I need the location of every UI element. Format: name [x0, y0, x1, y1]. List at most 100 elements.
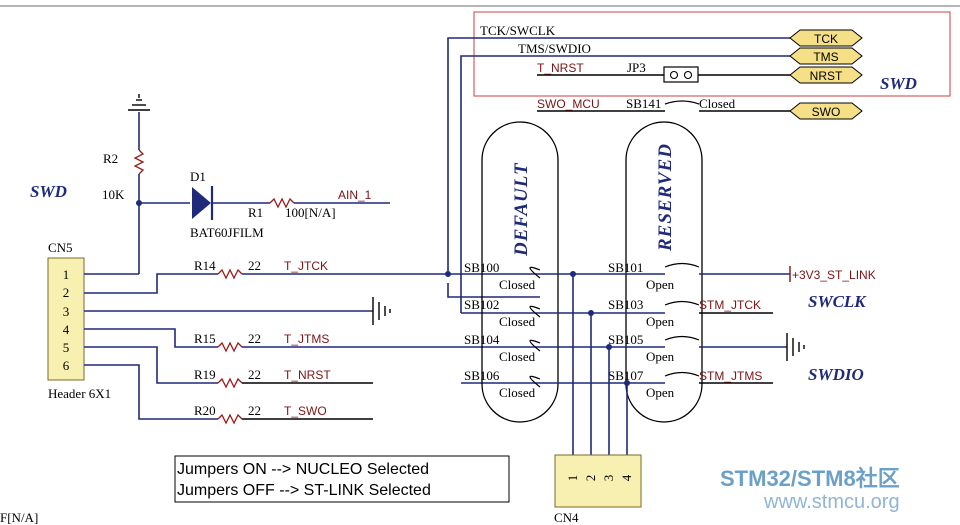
cn5-type: Header 6X1 — [48, 386, 111, 401]
wire-cn5-pin5 — [84, 346, 218, 384]
reserved-group-label: RESERVED — [655, 143, 676, 252]
net-stm-jtms: STM_JTMS — [699, 369, 762, 383]
default-group-outline — [481, 121, 559, 423]
svg-text:1: 1 — [565, 475, 580, 482]
r2-value: 10K — [102, 187, 125, 202]
d1-name: D1 — [190, 169, 206, 184]
r1-name: R1 — [248, 205, 263, 220]
sb107-bridge[interactable]: SB107 Open — [608, 368, 700, 400]
svg-text:Open: Open — [646, 349, 675, 364]
sb104-bridge[interactable]: SB104 Closed — [464, 332, 541, 364]
cn4-header-body — [554, 454, 642, 508]
cn4-name: CN4 — [554, 510, 579, 525]
default-group-label: DEFAULT — [511, 162, 532, 257]
net-t-swo: T_SWO — [284, 404, 327, 418]
wire-cn5-pin6 — [84, 364, 218, 420]
junction-dot-4 — [624, 380, 630, 386]
svg-text:2: 2 — [63, 285, 70, 300]
net-stm-jtck: STM_JTCK — [699, 298, 761, 312]
ground-symbol-cn5 — [372, 297, 391, 325]
watermark-line2: www.stmcu.org — [763, 491, 900, 513]
svg-text:TCK: TCK — [814, 32, 838, 46]
ground-symbol-right — [786, 333, 805, 361]
r14-resistor: R14 22 — [194, 258, 261, 280]
sb141-bridge-icon[interactable] — [664, 100, 700, 105]
svg-text:R19: R19 — [194, 367, 216, 382]
cn5-header-body — [47, 257, 85, 381]
svg-text:22: 22 — [248, 403, 261, 418]
svg-text:1: 1 — [63, 267, 70, 282]
sb101-bridge[interactable]: SB101 Open — [608, 260, 700, 292]
svg-text:Closed: Closed — [499, 314, 536, 329]
svg-text:Closed: Closed — [499, 385, 536, 400]
svg-text:SB101: SB101 — [608, 260, 643, 275]
svg-text:SB107: SB107 — [608, 368, 644, 383]
r20-resistor: R20 22 — [194, 403, 261, 425]
swd-highlight-box — [473, 11, 951, 97]
cn5-name: CN5 — [48, 240, 73, 255]
svg-text:SB102: SB102 — [464, 297, 499, 312]
svg-text:Open: Open — [646, 385, 675, 400]
wire-tms-swdio — [460, 55, 790, 313]
flag-nrst: NRST — [789, 66, 863, 84]
d1-part: BAT60JFILM — [190, 225, 264, 240]
jp3-label: JP3 — [627, 60, 646, 75]
svg-text:3: 3 — [601, 475, 616, 482]
svg-text:22: 22 — [248, 331, 261, 346]
sb100-bridge[interactable]: SB100 Closed — [464, 260, 541, 292]
net-swo-mcu: SWO_MCU — [537, 97, 600, 111]
r15-resistor: R15 22 — [194, 331, 261, 353]
svg-text:R14: R14 — [194, 258, 216, 273]
svg-text:3: 3 — [63, 304, 70, 319]
flag-tms: TMS — [789, 47, 863, 65]
svg-text:5: 5 — [63, 340, 70, 355]
svg-text:TMS: TMS — [813, 50, 838, 64]
sb105-bridge[interactable]: SB105 Open — [608, 332, 700, 364]
swclk-title: SWCLK — [808, 292, 867, 311]
r2-name: R2 — [103, 151, 118, 166]
svg-text:NRST: NRST — [810, 69, 843, 83]
svg-text:SB100: SB100 — [464, 260, 499, 275]
swdio-title: SWDIO — [808, 365, 864, 384]
footnote: F[N/A] — [0, 510, 38, 525]
sb141-name: SB141 — [626, 96, 661, 111]
net-tck-swclk: TCK/SWCLK — [480, 23, 556, 38]
junction-dot-3 — [606, 344, 612, 350]
ground-symbol-top — [128, 94, 150, 111]
svg-text:SB106: SB106 — [464, 368, 500, 383]
r1-resistor-icon — [269, 197, 295, 209]
sb106-bridge[interactable]: SB106 Closed — [464, 368, 541, 400]
net-t-nrst: T_NRST — [284, 368, 331, 382]
jp3-jumper[interactable] — [663, 66, 699, 83]
sb103-bridge[interactable]: SB103 Open — [608, 297, 700, 329]
junction-dot-swclk — [445, 271, 451, 277]
svg-text:Closed: Closed — [499, 349, 536, 364]
svg-text:Open: Open — [646, 277, 675, 292]
svg-text:4: 4 — [619, 474, 634, 481]
jumper-note-line2: Jumpers OFF --> ST-LINK Selected — [177, 482, 431, 499]
d1-diode-icon — [192, 186, 214, 220]
junction-dot-2 — [588, 310, 594, 316]
junction-dot-1 — [570, 271, 576, 277]
r19-resistor: R19 22 — [194, 367, 261, 389]
jumper-note-line1: Jumpers ON --> NUCLEO Selected — [177, 461, 429, 478]
wire-tck-swclk — [447, 37, 790, 270]
svg-text:Closed: Closed — [499, 277, 536, 292]
svg-text:SB104: SB104 — [464, 332, 500, 347]
swd-left-title: SWD — [30, 182, 67, 201]
watermark-line1: STM32/STM8社区 — [720, 466, 900, 491]
net-t-jtck: T_JTCK — [284, 259, 328, 273]
flag-swo: SWO — [789, 102, 863, 120]
wire-cn5-pin2 — [84, 273, 218, 294]
flag-tck: TCK — [789, 29, 863, 47]
cn4-pin-numbers: 1 2 3 4 — [565, 474, 634, 481]
svg-text:2: 2 — [583, 475, 598, 482]
jumper-note-box — [174, 455, 510, 503]
r1-value: 100[N/A] — [285, 205, 336, 220]
svg-text:22: 22 — [248, 367, 261, 382]
sb102-bridge[interactable]: SB102 Closed — [464, 297, 541, 329]
svg-text:Open: Open — [646, 314, 675, 329]
wire-cn5-pin4 — [84, 328, 218, 348]
r2-resistor-icon — [133, 149, 145, 175]
